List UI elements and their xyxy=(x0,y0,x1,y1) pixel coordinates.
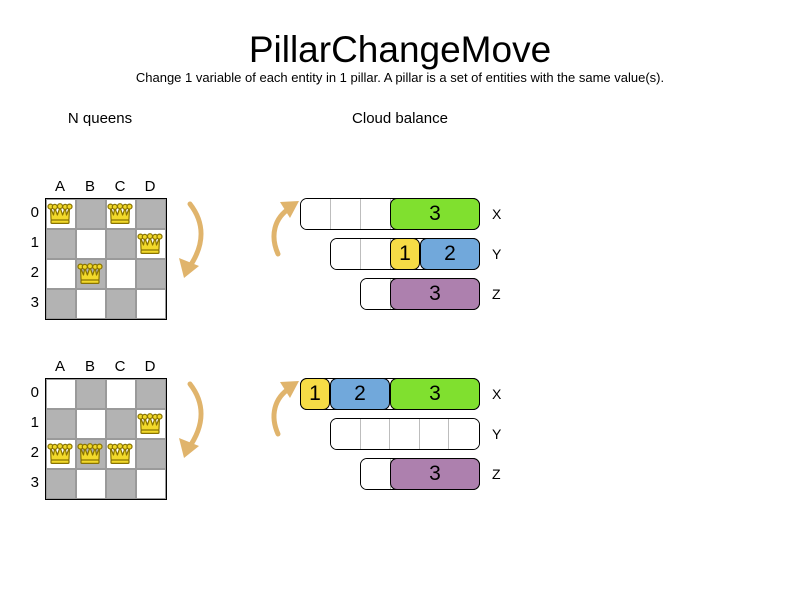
cloud-process-segment: 3 xyxy=(390,458,480,490)
cloud-process-label: 3 xyxy=(429,382,441,405)
board-cell xyxy=(46,259,76,289)
board-cell xyxy=(46,469,76,499)
move-arrow-up-icon xyxy=(271,201,299,257)
board-cell xyxy=(106,439,136,469)
cloud-computer-name: Z xyxy=(492,286,501,302)
board-column-header: C xyxy=(114,178,126,195)
move-arrow-up-icon xyxy=(271,381,299,437)
board-cell xyxy=(106,199,136,229)
bar-empty-cell xyxy=(419,419,450,449)
board-cell xyxy=(106,229,136,259)
board-row-header: 0 xyxy=(30,204,39,221)
cloud-computer-bar xyxy=(330,418,480,450)
bar-empty-cell xyxy=(361,279,391,309)
board-cell xyxy=(136,409,166,439)
board-cell xyxy=(106,259,136,289)
board-cell xyxy=(136,379,166,409)
board-cell xyxy=(46,409,76,439)
cloud-section-label: Cloud balance xyxy=(352,110,448,127)
board-row-header: 3 xyxy=(30,474,39,491)
board-column-header: D xyxy=(144,358,156,375)
cloud-process-label: 3 xyxy=(429,462,441,485)
board-column-header: B xyxy=(84,178,95,195)
bar-empty-cell xyxy=(331,199,361,229)
cloud-process-label: 1 xyxy=(399,242,411,265)
board-cell xyxy=(76,469,106,499)
board-row-header: 0 xyxy=(30,384,39,401)
cloud-process-segment: 1 xyxy=(300,378,330,410)
before-chessboard xyxy=(45,198,167,320)
board-cell xyxy=(136,199,166,229)
bar-empty-cell xyxy=(390,419,420,449)
board-row-header: 3 xyxy=(30,294,39,311)
board-cell xyxy=(136,259,166,289)
board-cell xyxy=(136,229,166,259)
board-cell xyxy=(46,439,76,469)
bar-empty-cell xyxy=(301,199,331,229)
cloud-computer-name: X xyxy=(492,386,502,402)
page-title: PillarChangeMove xyxy=(248,29,552,70)
board-row-header: 1 xyxy=(30,234,39,251)
board-column-header: D xyxy=(144,178,156,195)
board-cell xyxy=(136,469,166,499)
board-cell xyxy=(46,199,76,229)
board-column-header: C xyxy=(114,358,126,375)
bar-empty-cell xyxy=(361,239,391,269)
cloud-process-label: 3 xyxy=(429,202,441,225)
page-subtitle: Change 1 variable of each entity in 1 pi… xyxy=(135,70,665,85)
cloud-process-segment: 3 xyxy=(390,378,480,410)
board-cell xyxy=(106,379,136,409)
board-cell xyxy=(46,379,76,409)
cloud-computer-name: Y xyxy=(492,246,502,262)
board-row-header: 2 xyxy=(30,444,39,461)
cloud-process-segment: 1 xyxy=(390,238,420,270)
board-cell xyxy=(76,199,106,229)
bar-empty-cell xyxy=(361,199,391,229)
board-column-header: A xyxy=(54,178,65,195)
move-arrow-down-icon xyxy=(179,201,204,278)
board-cell xyxy=(136,289,166,319)
board-column-header: A xyxy=(54,358,65,375)
board-column-header: B xyxy=(84,358,95,375)
board-cell xyxy=(136,439,166,469)
cloud-process-segment: 2 xyxy=(420,238,480,270)
bar-empty-cell xyxy=(331,239,361,269)
bar-empty-cell xyxy=(331,419,361,449)
board-cell xyxy=(76,259,106,289)
cloud-computer-name: Z xyxy=(492,466,501,482)
board-cell xyxy=(76,289,106,319)
cloud-computer-name: Y xyxy=(492,426,502,442)
board-cell xyxy=(106,289,136,319)
bar-empty-cell xyxy=(449,419,479,449)
cloud-process-label: 2 xyxy=(354,382,366,405)
cloud-process-label: 3 xyxy=(429,282,441,305)
cloud-process-label: 1 xyxy=(309,382,321,405)
board-row-header: 1 xyxy=(30,414,39,431)
bar-empty-cell xyxy=(360,419,391,449)
move-arrow-down-icon xyxy=(179,381,204,458)
board-cell xyxy=(106,409,136,439)
bar-empty-cell xyxy=(361,459,391,489)
cloud-process-label: 2 xyxy=(444,242,456,265)
board-cell xyxy=(76,229,106,259)
cloud-process-segment: 2 xyxy=(330,378,390,410)
board-cell xyxy=(76,379,106,409)
cloud-process-segment: 3 xyxy=(390,278,480,310)
nqueens-section-label: N queens xyxy=(67,110,133,127)
cloud-computer-name: X xyxy=(492,206,502,222)
board-row-header: 2 xyxy=(30,264,39,281)
board-cell xyxy=(46,229,76,259)
board-cell xyxy=(46,289,76,319)
after-chessboard xyxy=(45,378,167,500)
board-cell xyxy=(76,409,106,439)
cloud-process-segment: 3 xyxy=(390,198,480,230)
board-cell xyxy=(76,439,106,469)
board-cell xyxy=(106,469,136,499)
